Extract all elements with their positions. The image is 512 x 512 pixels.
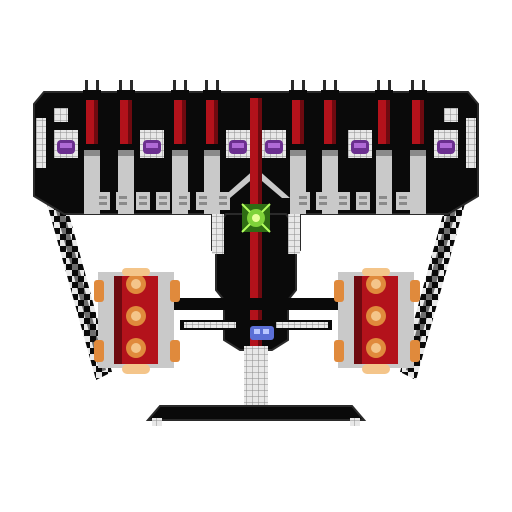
tower-lattice-right (288, 214, 300, 254)
cargo-slot-6 (196, 192, 210, 210)
right-strut (400, 196, 466, 380)
cargo-slot-1 (96, 192, 110, 210)
turret-8[interactable] (409, 80, 427, 214)
pod-1[interactable] (54, 130, 78, 158)
cockpit[interactable] (250, 326, 274, 340)
pod-row (54, 130, 458, 158)
tail-lattice-right (350, 418, 360, 426)
crossbar-upper (170, 298, 342, 310)
pod-6[interactable] (434, 130, 458, 158)
cargo-slot-12 (316, 192, 330, 210)
hull-lattice-right-inner (444, 108, 458, 122)
tail-lattice-left (152, 418, 162, 426)
hull-lattice-left (36, 118, 46, 168)
crossbar-lower-lattice-left (184, 322, 236, 328)
cargo-slot-7 (216, 192, 230, 210)
tail-wing (145, 405, 367, 421)
reactor-core[interactable] (241, 203, 271, 233)
cargo-slot-2 (116, 192, 130, 210)
engine-1[interactable] (94, 268, 180, 374)
hull-lattice-right (466, 118, 476, 168)
cargo-slot-11 (296, 192, 310, 210)
pod-4[interactable] (262, 130, 286, 158)
cargo-row (96, 192, 410, 210)
cargo-slot-14 (356, 192, 370, 210)
spine-conduit-shade (258, 98, 262, 418)
cargo-slot-15 (376, 192, 390, 210)
cargo-slot-16 (396, 192, 410, 210)
engine-group (94, 268, 420, 374)
pod-2[interactable] (140, 130, 164, 158)
engine-2[interactable] (334, 268, 420, 374)
tail-lattice-stem (244, 346, 268, 406)
cargo-slot-13 (336, 192, 350, 210)
cargo-slot-5 (176, 192, 190, 210)
turret-row (83, 80, 427, 214)
pod-3[interactable] (226, 130, 250, 158)
hull-lattice-left-inner (54, 108, 68, 122)
tower-lattice-left (212, 214, 224, 254)
crossbar-lower-lattice-right (276, 322, 328, 328)
crossbar-lower (180, 320, 332, 330)
left-strut (46, 196, 112, 380)
cargo-slot-3 (136, 192, 150, 210)
cargo-slot-4 (156, 192, 170, 210)
pod-5[interactable] (348, 130, 372, 158)
